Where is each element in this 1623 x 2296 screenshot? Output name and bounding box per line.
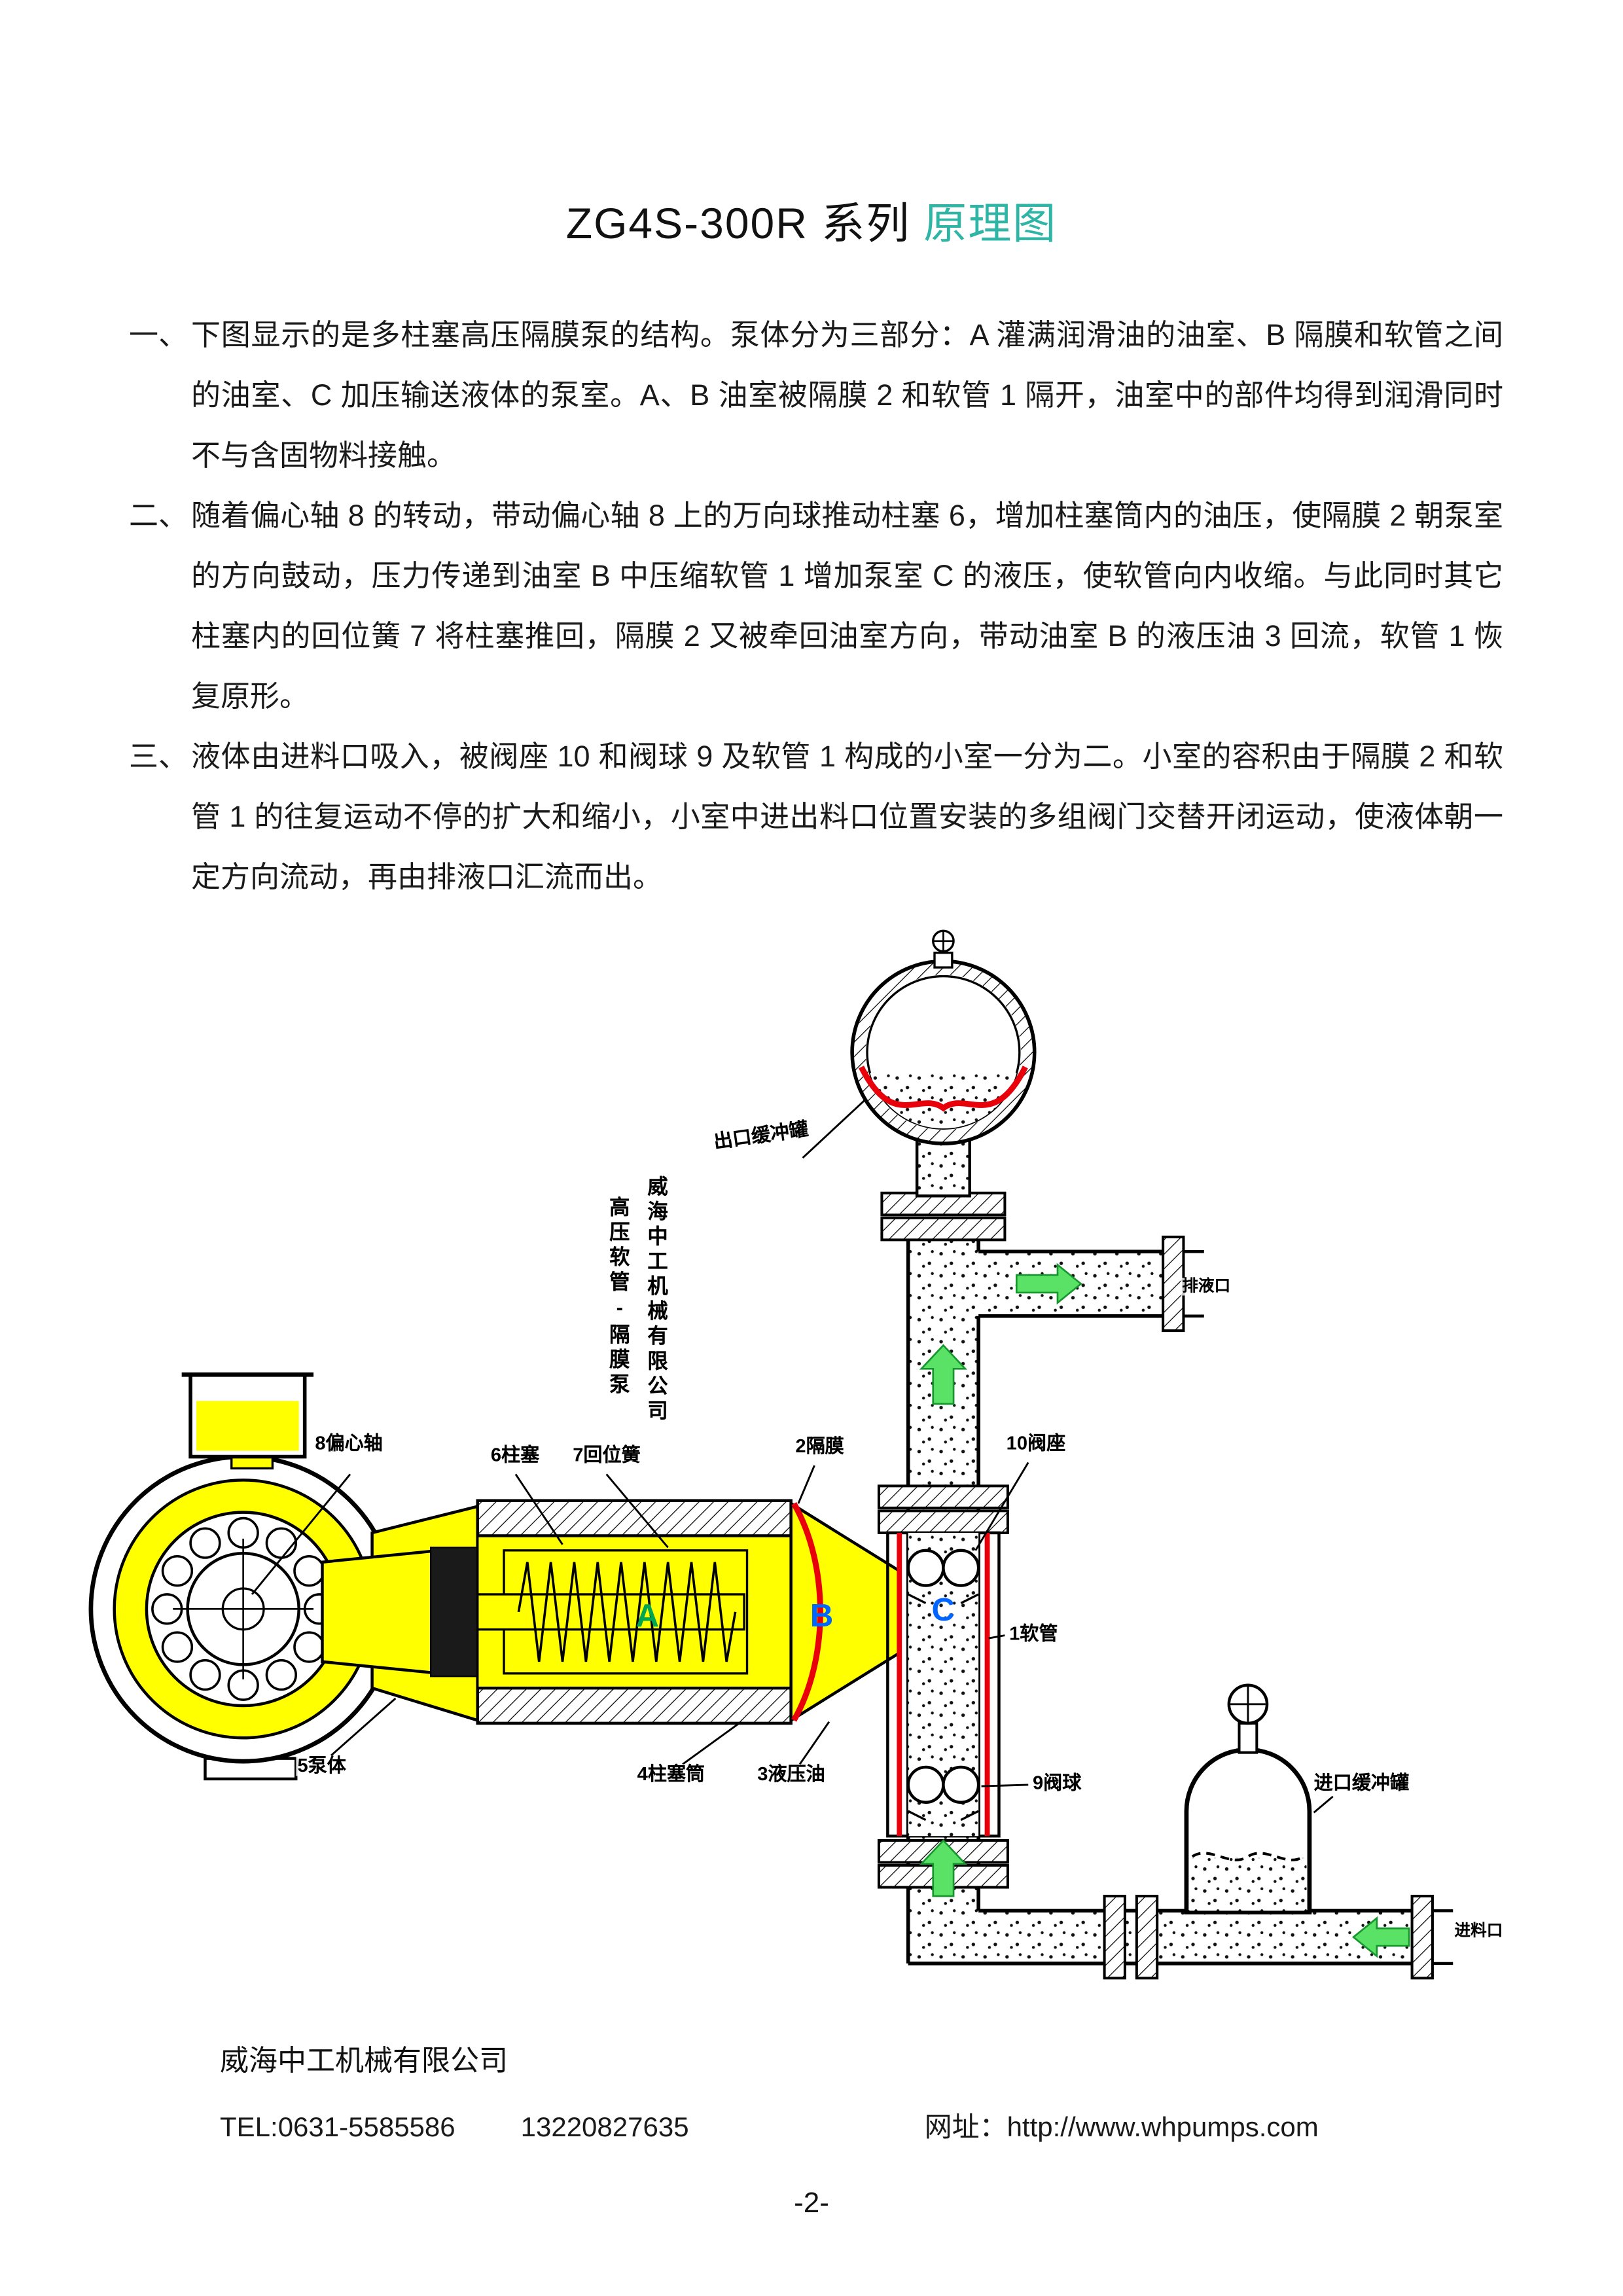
vertical-caption-company: 威海中工机械有限公司 — [646, 1175, 669, 1425]
label-part-4-plunger-barrel: 4柱塞筒 — [635, 1763, 707, 1785]
label-inlet-port: 进料口 — [1453, 1922, 1505, 1941]
chamber-label-a: A — [635, 1597, 660, 1634]
flow-arrow-up-mid — [919, 1344, 968, 1405]
label-part-6-plunger: 6柱塞 — [489, 1444, 541, 1466]
paragraph-2: 二、 随着偏心轴 8 的转动，带动偏心轴 8 上的万向球推动柱塞 6，增加柱塞筒… — [129, 486, 1503, 726]
page-number: -2- — [794, 2187, 829, 2219]
footer-contact-line: TEL:0631-5585586 13220827635 网址：http://w… — [220, 2105, 1623, 2145]
label-part-3-hydraulic-oil: 3液压油 — [755, 1763, 827, 1785]
connecting-rod — [321, 1547, 482, 1677]
flow-arrow-outlet — [1015, 1263, 1082, 1305]
vertical-caption-product: 高压软管-隔膜泵 — [607, 1196, 632, 1399]
valve-ball — [906, 1549, 945, 1587]
page-title: ZG4S-300R 系列原理图 — [0, 0, 1623, 251]
footer-phone2: 13220827635 — [520, 2111, 689, 2142]
valve-cartridge — [886, 1531, 1001, 1838]
footer-tel: TEL:0631-5585586 — [220, 2111, 455, 2142]
label-part-5-pump-body: 5泵体 — [296, 1754, 348, 1777]
label-outlet-port: 排液口 — [1180, 1278, 1232, 1296]
label-inlet-tank: 进口缓冲罐 — [1312, 1772, 1411, 1794]
pipe-open-ends — [1183, 1250, 1454, 1965]
flow-arrow-inlet — [1351, 1916, 1410, 1958]
title-main: ZG4S-300R 系列 — [565, 199, 911, 247]
sphere-diaphragm — [859, 1066, 1028, 1112]
footer: 威海中工机械有限公司 TEL:0631-5585586 13220827635 … — [220, 2037, 1623, 2145]
paragraph-3: 三、 液体由进料口吸入，被阀座 10 和阀球 9 及软管 1 构成的小室一分为二… — [129, 726, 1503, 907]
leader-lines — [251, 1098, 1334, 1814]
paragraph-1-marker: 一、 — [129, 318, 188, 351]
valve-ball — [906, 1765, 945, 1804]
diaphragm-curve — [791, 1501, 823, 1722]
label-part-10-valve-seat: 10阀座 — [1005, 1432, 1067, 1454]
footer-company-name: 威海中工机械有限公司 — [220, 2045, 508, 2077]
label-part-7-return-spring: 7回位簧 — [571, 1444, 642, 1466]
liquid-level — [1191, 1852, 1305, 1861]
title-accent: 原理图 — [923, 199, 1058, 247]
inlet-buffer-tank — [1184, 1683, 1312, 1914]
paragraph-1: 一、 下图显示的是多柱塞高压隔膜泵的结构。泵体分为三部分：A 灌满润滑油的油室、… — [129, 305, 1503, 486]
label-part-1-hose: 1软管 — [1007, 1623, 1060, 1645]
footer-website: 网址：http://www.whpumps.com — [924, 2111, 1319, 2142]
plunger-cylinder — [476, 1499, 793, 1725]
paragraph-1-text: 下图显示的是多柱塞高压隔膜泵的结构。泵体分为三部分：A 灌满润滑油的油室、B 隔… — [191, 318, 1503, 472]
pump-schematic-svg — [88, 929, 1454, 1980]
outlet-damper-sphere — [850, 929, 1037, 1198]
chamber-label-c: C — [931, 1591, 955, 1628]
valve-ball — [942, 1765, 980, 1804]
body-text: 一、 下图显示的是多柱塞高压隔膜泵的结构。泵体分为三部分：A 灌满润滑油的油室、… — [129, 305, 1503, 907]
valve-ball — [942, 1549, 980, 1587]
diaphragm-section — [789, 1501, 901, 1723]
label-part-9-valve-ball: 9阀球 — [1031, 1772, 1083, 1794]
return-spring — [517, 1562, 737, 1662]
flanges — [877, 1191, 1434, 1980]
flow-arrow-up-bottom — [919, 1839, 968, 1897]
paragraph-2-marker: 二、 — [129, 499, 188, 532]
chamber-label-b: B — [810, 1597, 834, 1634]
label-part-2-diaphragm: 2隔膜 — [794, 1435, 846, 1458]
paragraph-3-marker: 三、 — [129, 740, 188, 773]
flow-arrows — [919, 1263, 1410, 1958]
paragraph-3-text: 液体由进料口吸入，被阀座 10 和阀球 9 及软管 1 构成的小室一分为二。小室… — [191, 740, 1503, 893]
pump-schematic-inner: 威海中工机械有限公司 高压软管-隔膜泵 出口缓冲罐 排液口 进口缓冲罐 进料口 … — [79, 918, 1544, 2017]
paragraph-2-text: 随着偏心轴 8 的转动，带动偏心轴 8 上的万向球推动柱塞 6，增加柱塞筒内的油… — [191, 499, 1503, 713]
label-part-8-eccentric-shaft: 8偏心轴 — [313, 1432, 385, 1454]
oil-reservoir — [181, 1372, 314, 1470]
pump-schematic: 威海中工机械有限公司 高压软管-隔膜泵 出口缓冲罐 排液口 进口缓冲罐 进料口 … — [79, 918, 1544, 2017]
